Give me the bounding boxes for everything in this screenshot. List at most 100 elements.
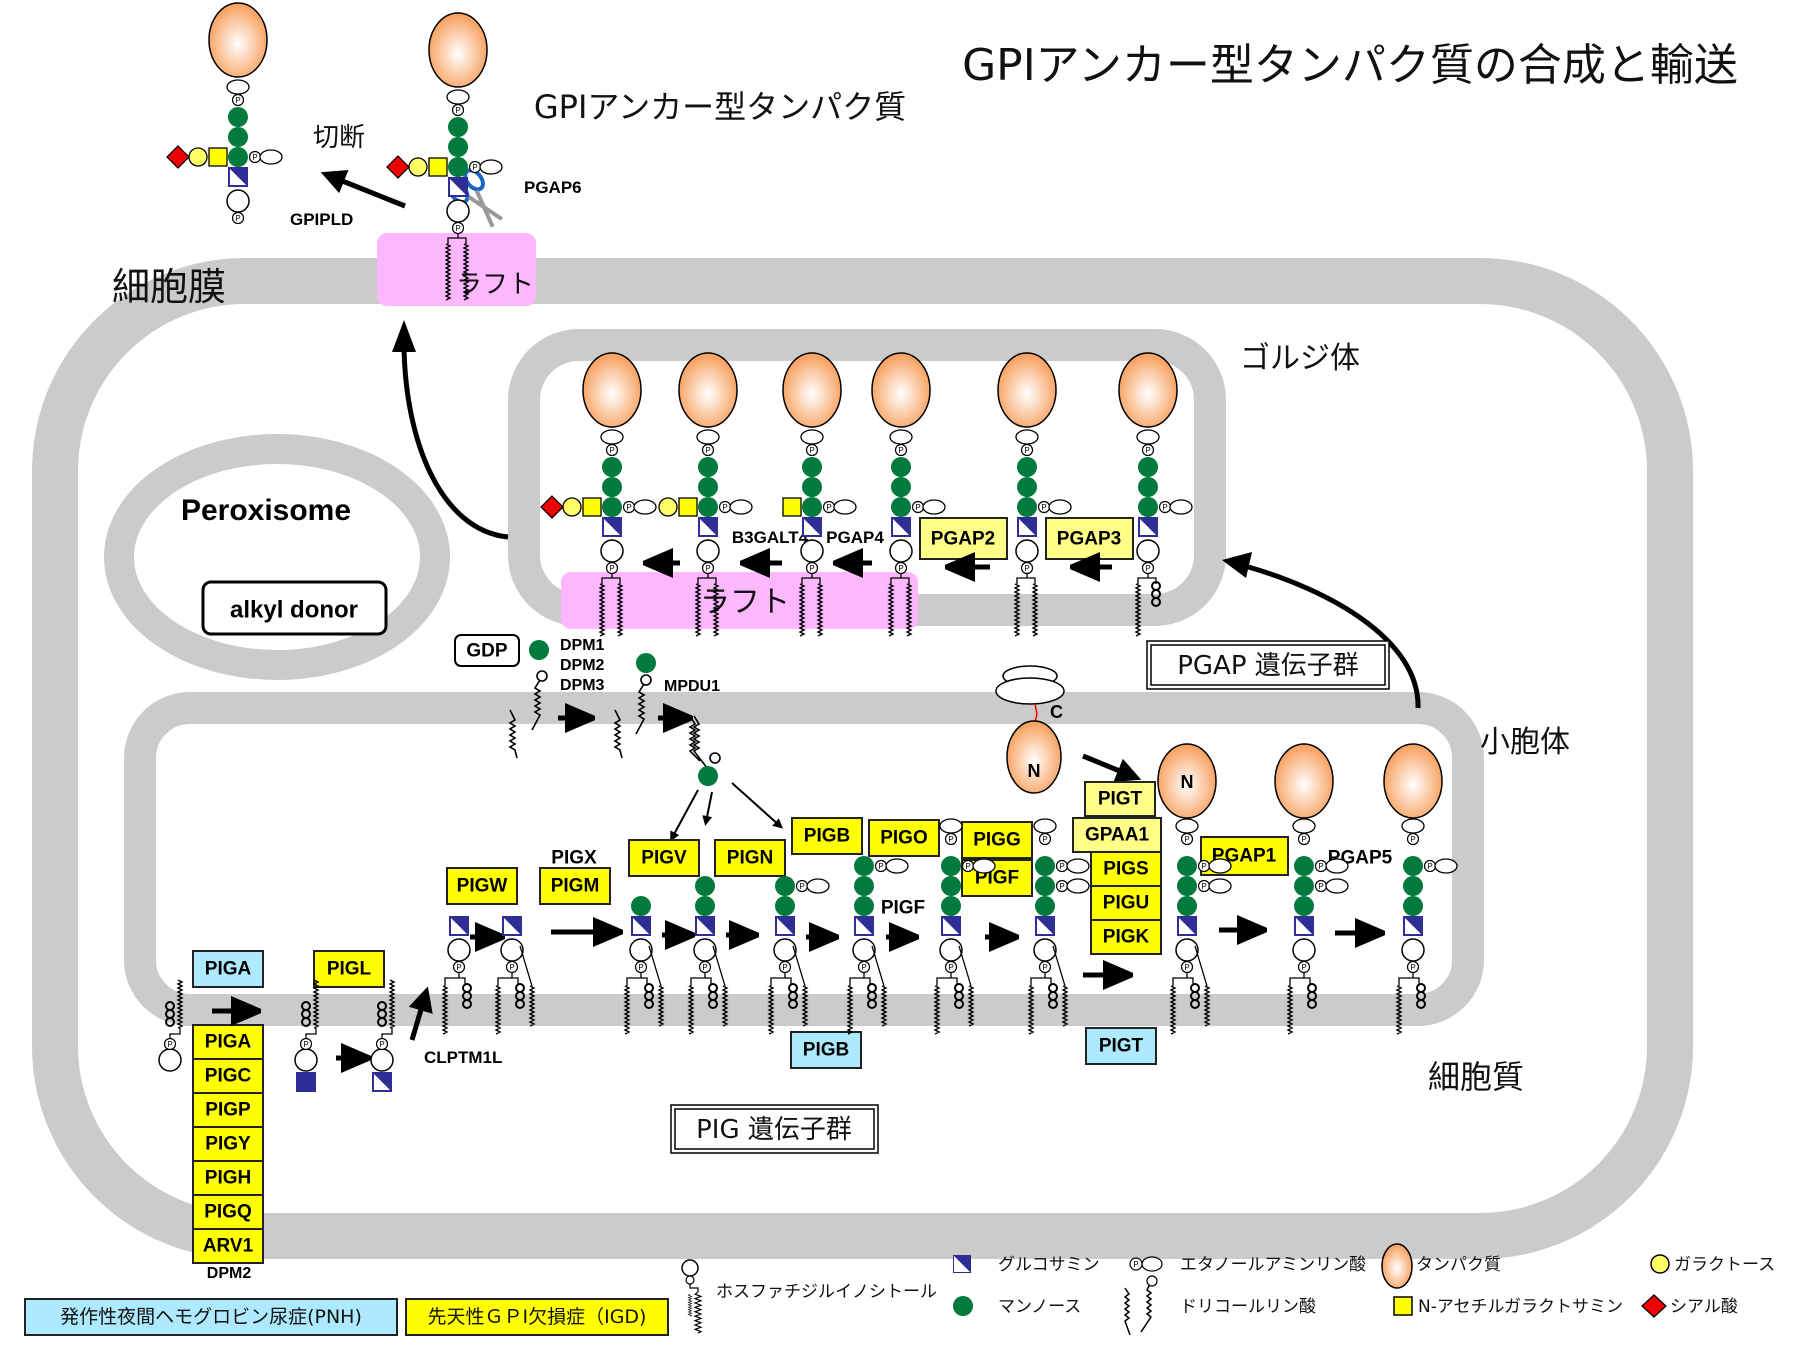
gene-box-pigs (1090, 851, 1162, 887)
dpm1-label: DPM1 (560, 637, 605, 654)
ethanolamine-icon (1066, 858, 1090, 874)
mannose-icon (1035, 896, 1055, 916)
gene-box-pigt (1084, 781, 1156, 817)
phosphate-label: P (705, 446, 710, 455)
lipid-chain (1027, 985, 1035, 1035)
mannose-icon (941, 896, 961, 916)
dpm2-bottom-label: DPM2 (207, 1265, 252, 1282)
acyl-link (648, 945, 662, 987)
gene-label-pigv: PIGV (641, 848, 687, 869)
gene-label-pigs: PIGS (1103, 859, 1148, 880)
mannose-icon (636, 653, 656, 673)
mannose-icon (448, 117, 468, 137)
gene-label-pigu: PIGU (1103, 893, 1149, 914)
lipid-loop (462, 983, 472, 993)
phosphate-icon (634, 960, 648, 974)
phosphate-icon (778, 960, 792, 974)
phosphate-icon (1180, 960, 1194, 974)
protein-icon (1383, 743, 1443, 819)
glucosamine-half (504, 918, 520, 934)
phosphate-label: P (455, 224, 460, 233)
protein-icon (871, 352, 931, 428)
gene-box-pigk (1090, 919, 1162, 955)
golgi-raft (561, 572, 918, 629)
gene-box-complex-3 (192, 1126, 264, 1162)
phosphate-icon (1038, 960, 1052, 974)
galnac-icon (428, 157, 448, 177)
svg-text:P: P (1133, 1260, 1138, 1269)
phosphate-label: P (1024, 564, 1029, 573)
phosphate-icon (894, 443, 908, 457)
phosphate-icon (1020, 443, 1034, 457)
gene-box-complex-6 (192, 1228, 264, 1264)
lipid-loop (462, 999, 472, 1009)
lipid-chain (1031, 583, 1039, 637)
glucosamine-half (1179, 918, 1195, 934)
phosphate-label: P (1041, 503, 1046, 512)
mannose-icon (854, 856, 874, 876)
lipid-loop (644, 983, 654, 993)
phosphate-label: P (948, 835, 953, 844)
phosphate-label: P (1318, 882, 1323, 891)
lipid-chain (1203, 985, 1211, 1027)
mannose-icon (802, 477, 822, 497)
lipid-chain (388, 979, 396, 1029)
mannose-transfer-arrow (670, 789, 699, 842)
lipid-loop (954, 999, 964, 1009)
ethanolamine-icon (1048, 499, 1072, 515)
phosphate-label: P (782, 963, 787, 972)
phosphate-label: P (1162, 503, 1167, 512)
gene-box-pigt-pnh (1085, 1027, 1157, 1065)
alkyl-donor-box (201, 580, 388, 636)
ethanolamine-icon (885, 858, 909, 874)
phosphate-icon (452, 960, 466, 974)
lipid-chain (528, 985, 536, 1027)
dolichol-phosphate-icon (1123, 1275, 1158, 1336)
acyl-link (1052, 945, 1066, 987)
legend-igd-box (405, 1298, 669, 1336)
lipid-loop (515, 999, 525, 1009)
phosphate-icon (805, 561, 819, 575)
gene-label-pigb: PIGB (804, 826, 850, 847)
pgap-group-label: PGAP 遺伝子群 (1177, 651, 1359, 681)
attachment-arrow (1082, 753, 1142, 782)
inositol-icon (158, 1048, 182, 1072)
legend-pnh-label: 発作性夜間ヘモグロビン尿症(PNH) (60, 1306, 362, 1328)
gdp-box (454, 634, 520, 667)
phosphate-label: P (167, 1040, 172, 1049)
plasma-membrane-label: 細胞膜 (112, 265, 226, 309)
ethanolamine-icon (889, 429, 913, 445)
glycerol-link (626, 973, 648, 986)
lipid-loop (1190, 983, 1200, 993)
glycerol-link (1398, 973, 1420, 986)
inositol-icon (1175, 938, 1199, 962)
ethanolamine-icon (696, 429, 720, 445)
gene-label-pgap2: PGAP2 (931, 529, 995, 550)
glycerol-link (497, 973, 519, 986)
phosphate-label: P (878, 862, 883, 871)
phosphate-icon (701, 561, 715, 575)
glycerol-link (849, 973, 871, 986)
phosphate-label: P (1059, 862, 1064, 871)
protein-icon (208, 2, 268, 78)
ethanolamine-icon (633, 499, 657, 515)
ethanolamine-icon (1292, 818, 1316, 834)
glycerol-link (447, 234, 467, 244)
legend-pnh-box (24, 1298, 398, 1336)
ethanolamine-phosphate-icon: P (1129, 1256, 1163, 1272)
inositol-icon (1292, 938, 1316, 962)
lipid-loop (301, 1017, 311, 1027)
glucosamine-half (943, 918, 959, 934)
legend-gal-label: ガラクトース (1674, 1255, 1775, 1275)
phosphate-label: P (965, 862, 970, 871)
lipid-loop (867, 999, 877, 1009)
phosphate-label: P (809, 446, 814, 455)
pigx-label: PIGX (551, 848, 597, 869)
mannose-icon (1138, 497, 1158, 517)
mannose-icon (1035, 876, 1055, 896)
galnac-icon (782, 497, 802, 517)
glucosamine-half (893, 519, 909, 535)
phosphate-label: P (455, 106, 460, 115)
mannose-icon (854, 876, 874, 896)
mannose-icon (1294, 876, 1314, 896)
